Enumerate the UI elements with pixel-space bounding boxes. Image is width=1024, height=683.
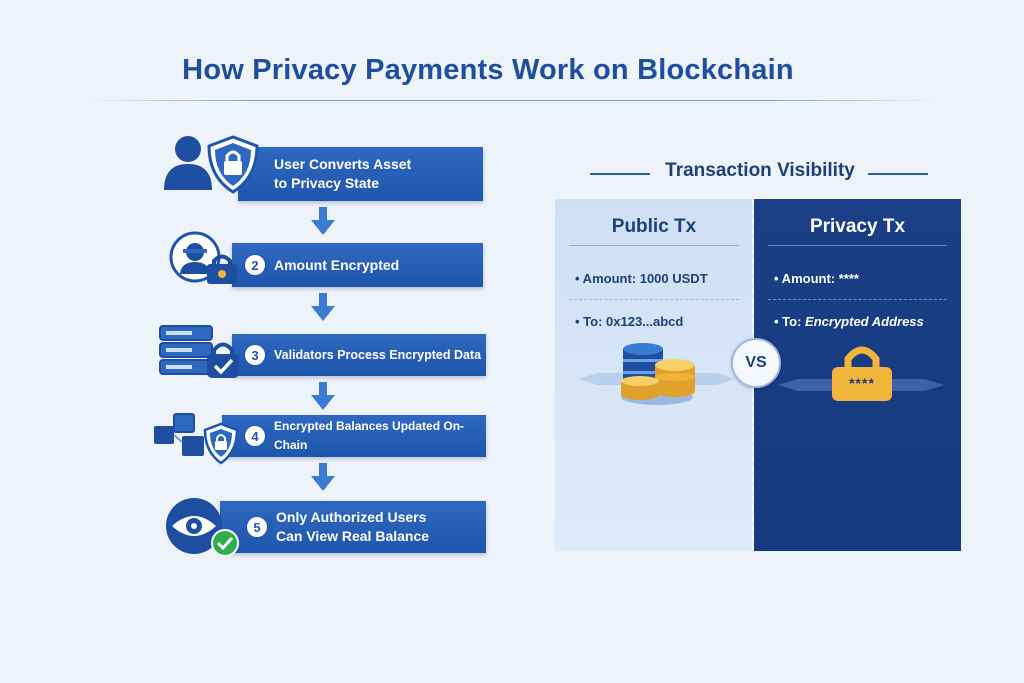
step-5-bar: 5 Only Authorized Users Can View Real Ba… [220, 501, 486, 553]
privacy-tx-row-divider [768, 299, 947, 300]
flow-arrow-2 [311, 293, 335, 321]
privacy-tx-panel: Privacy Tx • Amount: **** • To: Encrypte… [754, 199, 961, 551]
step-2-bar: 2 Amount Encrypted [232, 243, 483, 287]
coin-stack-icon [579, 343, 735, 405]
public-tx-panel: Public Tx • Amount: 1000 USDT • To: 0x12… [555, 199, 753, 551]
step-4-label: Encrypted Balances Updated On-Chain [274, 419, 465, 452]
step-4-number: 4 [244, 425, 266, 447]
step-2-number: 2 [244, 254, 266, 276]
privacy-tx-to: • To: Encrypted Address [774, 314, 924, 329]
step-4-bar: 4 Encrypted Balances Updated On-Chain [222, 415, 486, 457]
step-2-label: Amount Encrypted [274, 256, 400, 273]
step-5-line-2: Can View Real Balance [276, 528, 430, 544]
public-tx-row-divider [569, 299, 739, 300]
privacy-tx-heading: Privacy Tx [809, 216, 906, 237]
step-1-line-1: User Converts Asset [274, 156, 412, 172]
padlock-icon-large [778, 346, 944, 401]
step-3-number: 3 [244, 344, 266, 366]
padlock-masked-text: **** [849, 375, 875, 391]
public-tx-amount: • Amount: 1000 USDT [575, 271, 708, 286]
server-stack-icon [159, 325, 213, 375]
privacy-tx-to-value: Encrypted Address [805, 314, 924, 329]
eye-icon [166, 498, 222, 554]
padlock-icon [207, 254, 237, 284]
privacy-tx-heading-rule [768, 245, 947, 246]
privacy-tx-to-prefix: • To: [774, 314, 802, 329]
flow-arrow-4 [311, 463, 335, 491]
blocks-icon [154, 413, 204, 456]
shield-lock-icon-2 [203, 422, 239, 465]
step-1-line-2: to Privacy State [274, 175, 380, 191]
flow-arrow-3 [311, 382, 335, 410]
shield-check-icon [207, 342, 239, 378]
public-tx-heading-rule [569, 245, 739, 246]
privacy-tx-amount: • Amount: **** [774, 271, 859, 286]
check-icon [211, 529, 239, 557]
visibility-title-rule-left [590, 173, 650, 175]
page-title: How Privacy Payments Work on Blockchain [182, 54, 794, 86]
flow-arrow-1 [311, 207, 335, 235]
public-tx-to: • To: 0x123...abcd [575, 314, 684, 329]
shield-lock-icon [207, 135, 259, 194]
visibility-title: Transaction Visibility [665, 160, 855, 181]
step-3-label: Validators Process Encrypted Data [274, 347, 482, 362]
user-icon [164, 136, 212, 190]
public-tx-heading: Public Tx [611, 216, 697, 237]
title-divider [80, 100, 940, 101]
step-5-number: 5 [246, 516, 268, 538]
step-5-line-1: Only Authorized Users [276, 509, 427, 525]
step-3-bar: 3 Validators Process Encrypted Data [232, 334, 486, 376]
step-1-bar: User Converts Asset to Privacy State [238, 147, 483, 201]
visibility-title-rule-right [868, 173, 928, 175]
vs-badge: VS [731, 338, 781, 388]
